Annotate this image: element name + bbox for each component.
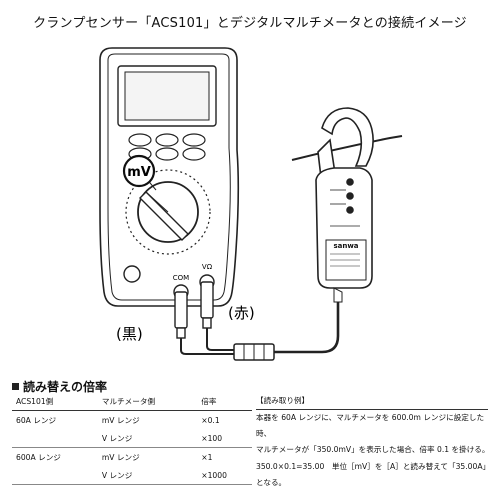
- black-lead-label: (黒): [116, 325, 143, 343]
- conductor-wire: [291, 135, 403, 161]
- table-row: V レンジ ×100: [12, 429, 252, 448]
- example-line: マルチメータが「350.0mV」を表示した場合、倍率 0.1 を掛ける。: [256, 445, 490, 455]
- meter-display: [117, 65, 217, 127]
- mv-label: mV: [127, 165, 151, 180]
- col-acs: ACS101側: [12, 394, 98, 411]
- cell-acs: 60A レンジ: [16, 416, 57, 425]
- table-row: 60A レンジ mV レンジ ×0.1: [12, 411, 252, 430]
- cell-acs: [12, 429, 98, 448]
- v-label: VΩ: [202, 263, 213, 271]
- cell-ratio: ×0.1: [201, 416, 220, 425]
- table-row: 600A レンジ mV レンジ ×1: [12, 448, 252, 467]
- test-plugs: [174, 281, 214, 339]
- ratio-table: ACS101側 マルチメータ側 倍率 60A レンジ mV レンジ ×0.1 V…: [12, 394, 252, 485]
- square-bullet-icon: [12, 383, 19, 390]
- cell-acs: [12, 466, 98, 485]
- cell-meter: mV レンジ: [101, 453, 140, 462]
- cell-meter: mV レンジ: [101, 416, 140, 425]
- mv-callout: mV: [122, 154, 157, 191]
- com-label: COM: [173, 274, 189, 282]
- meter-buttons[interactable]: [128, 133, 206, 161]
- cell-ratio: ×100: [197, 429, 252, 448]
- cell-acs: 600A レンジ: [16, 453, 61, 462]
- example-line: 本器を 60A レンジに、マルチメータを 600.0m レンジに設定した時、: [256, 413, 485, 439]
- page-title: クランプセンサー「ACS101」とデジタルマルチメータとの接続イメージ: [33, 16, 467, 31]
- col-meter: マルチメータ側: [97, 394, 198, 411]
- red-lead-label: (赤): [228, 304, 255, 322]
- example-body: 本器を 60A レンジに、マルチメータを 600.0m レンジに設定した時、 マ…: [256, 410, 492, 491]
- cell-ratio: ×1: [201, 453, 213, 462]
- cell-ratio: ×1000: [197, 466, 252, 485]
- col-ratio: 倍率: [197, 394, 252, 411]
- table-row: V レンジ ×1000: [12, 466, 252, 485]
- connection-illustration: mV COM VΩ: [99, 47, 403, 361]
- rotary-dial[interactable]: [125, 169, 211, 255]
- clamp-sensor: sanwa: [315, 107, 374, 303]
- section-heading: 読み替えの倍率: [12, 378, 107, 395]
- lead-wires: [180, 292, 340, 361]
- section-heading-text: 読み替えの倍率: [23, 380, 108, 394]
- cell-meter: V レンジ: [97, 429, 198, 448]
- cell-meter: V レンジ: [97, 466, 198, 485]
- clamp-brand: sanwa: [333, 242, 358, 250]
- example-line: 350.0×0.1=35.00 単位［mV］を［A］と読み替えて「35.00A」…: [256, 461, 491, 487]
- example-heading: 【読み取り例】: [256, 395, 488, 410]
